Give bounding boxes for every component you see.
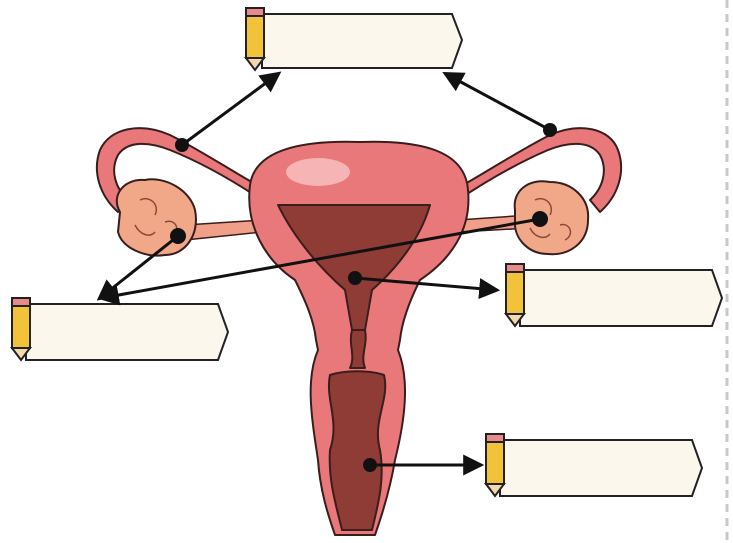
cervical-canal — [350, 330, 366, 368]
arrow-left-tube — [182, 74, 278, 145]
label-paper — [500, 440, 702, 496]
pencil-icon — [506, 264, 524, 326]
arrow-right-tube — [446, 74, 550, 130]
anchor-dot-left-tube — [175, 138, 189, 152]
anchor-dot-left-ovary — [170, 228, 186, 244]
pencil-icon — [12, 298, 30, 360]
pencil-icon — [486, 434, 504, 496]
left-ovary — [117, 179, 196, 255]
anchor-dot-right-tube — [543, 123, 557, 137]
anchor-dot-vagina — [363, 458, 377, 472]
vaginal-canal — [329, 371, 385, 530]
pencil-icon — [246, 8, 264, 70]
label-banner-ovaries[interactable] — [12, 298, 228, 360]
anchor-dot-uterus — [348, 271, 362, 285]
label-paper — [262, 14, 462, 68]
label-banner-vagina[interactable] — [486, 434, 702, 496]
label-banner-uterus[interactable] — [506, 264, 722, 326]
anchor-dot-right-ovary — [532, 211, 548, 227]
label-banner-fallopian-tubes[interactable] — [246, 8, 462, 70]
right-ovary — [515, 181, 588, 254]
label-paper — [26, 304, 228, 360]
label-paper — [520, 270, 722, 326]
uterus-highlight — [286, 158, 350, 186]
